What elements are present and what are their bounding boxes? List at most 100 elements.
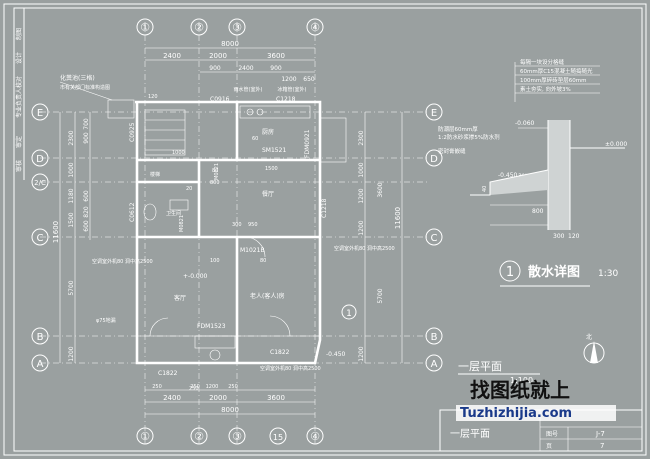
sink: [169, 199, 189, 211]
svg-text:φ75地漏: φ75地漏: [96, 317, 116, 324]
svg-text:+-0.000: +-0.000: [183, 273, 208, 280]
svg-text:页: 页: [546, 443, 552, 450]
detail-layer-0: 每隔一块设分格缝: [520, 58, 565, 66]
svg-text:A: A: [431, 359, 438, 370]
right-porch: [319, 117, 347, 163]
svg-text:防潮层60mm厚: 防潮层60mm厚: [438, 125, 478, 133]
left-axis-markers: E D 2/C C B A: [31, 103, 49, 372]
svg-text:120: 120: [148, 94, 158, 100]
sheet-border: [3, 3, 647, 456]
svg-text:D: D: [430, 154, 438, 165]
svg-text:J-7: J-7: [595, 430, 605, 438]
svg-text:E: E: [37, 108, 43, 119]
svg-text:图号: 图号: [546, 431, 558, 438]
svg-text:2400: 2400: [163, 394, 181, 402]
svg-text:化粪池(三格): 化粪池(三格): [60, 74, 95, 82]
svg-text:④: ④: [310, 21, 320, 34]
top-dimensions: 8000 2400 2000 3600 900 2400 900 1200 65…: [145, 40, 315, 93]
svg-text:SM1521: SM1521: [262, 147, 286, 154]
svg-text:650: 650: [303, 76, 315, 83]
plan-levels: +-0.000 -0.450 空调室外机80 洞中高2500 空调室外机80 洞…: [92, 245, 395, 372]
bottom-axis-markers: ① ② ③ ④ 15: [136, 427, 324, 445]
sheet-title: 一层平面 1:100: [458, 360, 540, 385]
svg-text:C: C: [431, 233, 438, 244]
interior-numbers: 120 60 80 20 300 950 1500 1000 800 100 8…: [148, 94, 278, 392]
svg-text:1000: 1000: [358, 162, 365, 177]
svg-text:60: 60: [252, 136, 258, 142]
svg-text:250: 250: [190, 384, 200, 390]
svg-text:80: 80: [260, 258, 266, 264]
svg-text:1500: 1500: [265, 166, 278, 172]
svg-text:C: C: [37, 233, 44, 244]
svg-text:2000: 2000: [209, 52, 227, 60]
svg-text:±0.000: ±0.000: [605, 141, 627, 148]
svg-text:M1021B: M1021B: [240, 247, 265, 254]
svg-text:2000: 2000: [209, 394, 227, 402]
svg-text:900: 900: [270, 65, 282, 72]
svg-text:250: 250: [152, 384, 162, 390]
svg-text:1180: 1180: [68, 188, 75, 203]
svg-text:3600: 3600: [267, 394, 285, 402]
svg-text:A: A: [37, 359, 44, 370]
toilet: [143, 203, 157, 221]
svg-text:600: 600: [83, 220, 90, 232]
svg-text:密封膏嵌缝: 密封膏嵌缝: [438, 147, 466, 155]
svg-text:③: ③: [232, 21, 242, 34]
detail-scale: 1:30: [598, 269, 618, 279]
svg-text:5700: 5700: [377, 288, 384, 303]
svg-text:FDM1523: FDM1523: [197, 323, 226, 330]
kitchen-counter: [239, 105, 311, 119]
svg-text:1:100: 1:100: [510, 376, 533, 385]
sheet-inner-border: [13, 7, 643, 452]
svg-text:M0821: M0821: [179, 215, 185, 232]
svg-text:80: 80: [212, 168, 218, 174]
svg-text:B: B: [431, 332, 438, 343]
label-approve: 审定: [15, 136, 23, 148]
stair-block: [144, 109, 186, 156]
svg-text:1500: 1500: [68, 212, 75, 227]
svg-text:C0925: C0925: [129, 122, 136, 142]
svg-text:1200: 1200: [281, 76, 296, 83]
svg-text:800: 800: [532, 208, 544, 215]
svg-text:250: 250: [228, 384, 238, 390]
detail-title-circle: [499, 260, 521, 282]
svg-text:820: 820: [83, 206, 90, 218]
svg-text:600: 600: [83, 190, 90, 202]
label-review: 审核: [15, 160, 23, 172]
room-bath: 卫生间: [166, 210, 181, 217]
svg-text:2300: 2300: [68, 130, 75, 145]
svg-text:冰箱管(室外): 冰箱管(室外): [278, 86, 307, 93]
svg-text:-0.060: -0.060: [515, 120, 535, 127]
svg-text:950: 950: [248, 222, 258, 228]
watermark-line1: 找图纸就上: [470, 378, 570, 402]
building-walls: [135, 100, 347, 365]
detail-layer-3: 素土夯实, 向外坡3%: [520, 85, 571, 93]
svg-text:300: 300: [553, 233, 565, 240]
svg-text:空调室外机80 洞中高2500: 空调室外机80 洞中高2500: [92, 258, 153, 265]
svg-text:FDM0921: FDM0921: [304, 129, 311, 158]
right-axis-markers: E D C B A 1: [341, 103, 443, 372]
svg-text:8000: 8000: [221, 406, 239, 414]
svg-text:2400: 2400: [238, 65, 253, 72]
svg-text:120: 120: [568, 233, 580, 240]
svg-text:7: 7: [600, 442, 604, 450]
detail-layer-1: 60mm厚C15混凝土随捣随光: [520, 67, 593, 75]
svg-text:①: ①: [140, 21, 150, 34]
room-kitchen: 厨房: [262, 128, 274, 136]
svg-text:20: 20: [186, 186, 192, 192]
label-check: 校对: [15, 76, 23, 88]
bottom-dimensions: 250 250 1200 250 2400 2000 3600 8000: [145, 384, 315, 415]
svg-text:2/C: 2/C: [34, 179, 46, 187]
svg-text:②: ②: [194, 21, 204, 34]
svg-text:11600: 11600: [52, 221, 60, 243]
svg-text:E: E: [431, 108, 437, 119]
svg-text:2400: 2400: [163, 52, 181, 60]
label-draw: 制图: [15, 28, 23, 40]
svg-text:④: ④: [310, 430, 320, 443]
svg-text:300: 300: [232, 222, 242, 228]
svg-text:-0.450: -0.450: [498, 172, 518, 179]
svg-text:②: ②: [194, 430, 204, 443]
svg-text:1000: 1000: [68, 162, 75, 177]
